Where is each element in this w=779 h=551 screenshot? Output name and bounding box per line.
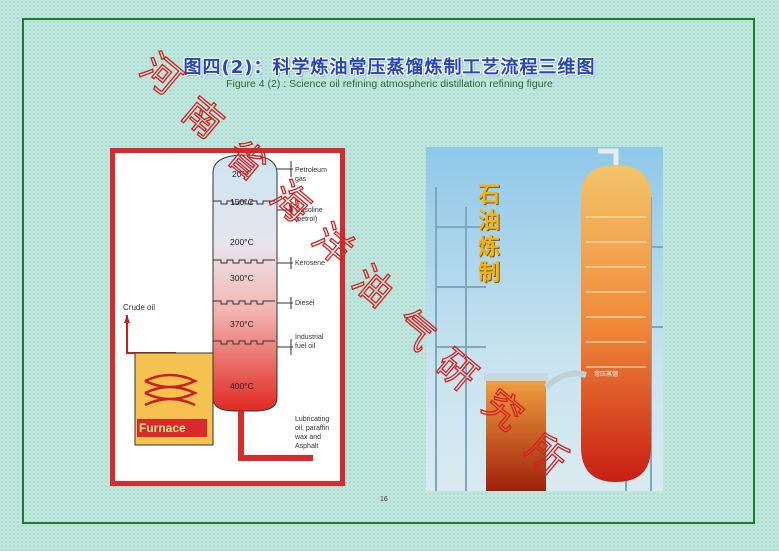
temp-370: 370°C [230, 319, 254, 329]
small-tower [486, 379, 546, 491]
output-fuel-oil: Industrial fuel oil [295, 334, 324, 350]
temp-400: 400°C [230, 381, 254, 391]
temp-300: 300°C [230, 273, 254, 283]
vertical-char-3: 炼 [478, 235, 501, 260]
vertical-char-2: 油 [478, 209, 501, 234]
top-pipe [598, 148, 619, 165]
distillation-diagram: 20°C 150°C 200°C 300°C 370°C 400°C Petro… [110, 148, 345, 486]
bottom-outlet [238, 411, 313, 461]
page-title: 图四(2)：科学炼油常压蒸馏炼制工艺流程三维图 [183, 57, 596, 78]
output-gasoline: Gasoline (petrol) [295, 207, 323, 223]
main-tower [581, 165, 651, 482]
column-trays [213, 200, 275, 345]
tower-label: 常压蒸馏 [594, 372, 619, 378]
refinery-svg [435, 148, 663, 491]
temp-150: 150°C [230, 197, 254, 207]
temp-200: 200°C [230, 237, 254, 247]
crude-oil-label: Crude oil [123, 303, 156, 312]
vertical-char-4: 制 [478, 261, 501, 286]
output-petroleum-gas: Petroleum gas [295, 167, 327, 183]
page-number: 16 [380, 496, 388, 503]
output-kerosene: Kerosene [295, 260, 325, 267]
output-diesel: Diesel [295, 300, 315, 307]
crude-arrow-icon [124, 315, 130, 323]
column-body [212, 154, 278, 412]
side-draws [277, 161, 293, 355]
temp-20: 20°C [232, 169, 251, 179]
furnace-label: Furnace [139, 421, 186, 435]
page-frame [22, 18, 755, 524]
distillation-column-svg [124, 154, 313, 461]
refinery-illustration: 石 油 炼 制 常压蒸馏 [426, 147, 663, 491]
tower-trays [586, 216, 646, 368]
connect-pipe [543, 370, 587, 390]
page-subtitle: Figure 4 (2) : Science oil refining atmo… [226, 78, 553, 90]
furnace-label-bg [137, 419, 207, 437]
output-lubricating: Lubricating oil, paraffin wax and Asphal… [295, 416, 330, 450]
small-tower-cap [484, 373, 548, 381]
furnace-coil-icon [144, 373, 198, 407]
vertical-char-1: 石 [478, 183, 501, 208]
